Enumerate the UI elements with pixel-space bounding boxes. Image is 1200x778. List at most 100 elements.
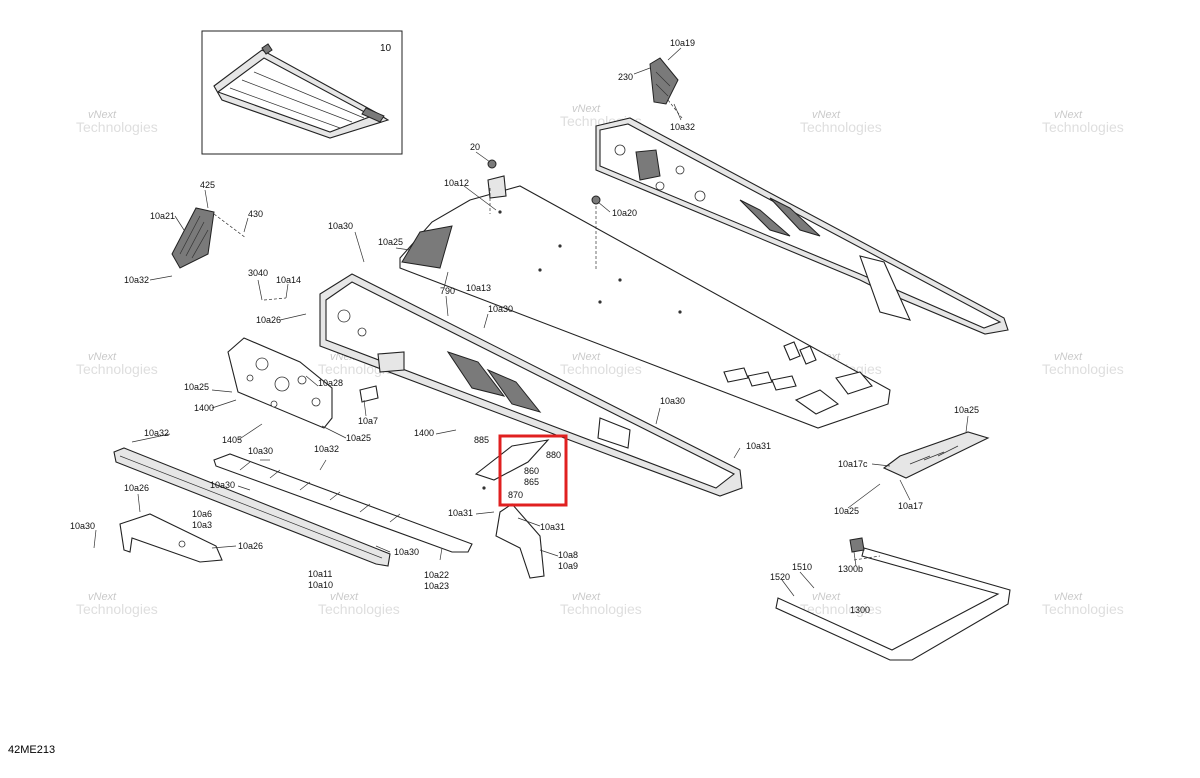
lower-slide-left[interactable] bbox=[113, 447, 391, 567]
callout-10a25[interactable]: 10a25 bbox=[346, 433, 371, 443]
callout-885[interactable]: 885 bbox=[474, 435, 489, 445]
watermark-text: Technologies bbox=[560, 601, 642, 617]
callout-10a6[interactable]: 10a6 bbox=[192, 509, 212, 519]
callout-10a17[interactable]: 10a17 bbox=[898, 501, 923, 511]
callout-10a20[interactable]: 10a20 bbox=[612, 208, 637, 218]
lower-bracket-left[interactable] bbox=[119, 513, 223, 563]
watermark-text: Technologies bbox=[318, 601, 400, 617]
callout-10a11[interactable]: 10a11 bbox=[308, 569, 332, 579]
callout-865[interactable]: 865 bbox=[524, 477, 539, 487]
callout-10a14[interactable]: 10a14 bbox=[276, 275, 301, 285]
left-tunnel-rail[interactable] bbox=[319, 273, 743, 497]
callout-10a10[interactable]: 10a10 bbox=[308, 580, 333, 590]
watermark-text: vNext bbox=[572, 103, 601, 115]
callout-880[interactable]: 880 bbox=[546, 450, 561, 460]
watermark-text: vNext bbox=[88, 351, 117, 363]
callout-10a12[interactable]: 10a12 bbox=[444, 178, 469, 188]
tunnel-slots bbox=[723, 341, 873, 415]
callout-10a8[interactable]: 10a8 bbox=[558, 550, 578, 560]
mud-flap-left[interactable] bbox=[171, 207, 215, 269]
watermark-text: vNext bbox=[812, 591, 841, 603]
callout-10a31[interactable]: 10a31 bbox=[540, 522, 565, 532]
watermark-text: Technologies bbox=[76, 601, 158, 617]
callout-10a30[interactable]: 10a30 bbox=[660, 396, 685, 406]
watermark-text: vNext bbox=[1054, 591, 1083, 603]
watermark-text: Technologies bbox=[1042, 119, 1124, 135]
watermark-text: Technologies bbox=[76, 119, 158, 135]
callout-430[interactable]: 430 bbox=[248, 209, 263, 219]
watermark-text: vNext bbox=[330, 591, 359, 603]
watermark-text: Technologies bbox=[560, 361, 642, 377]
callout-10a25[interactable]: 10a25 bbox=[834, 506, 859, 516]
callout-10a26[interactable]: 10a26 bbox=[256, 315, 281, 325]
watermark-text: vNext bbox=[1054, 351, 1083, 363]
callout-10a30[interactable]: 10a30 bbox=[328, 221, 353, 231]
callout-10a28[interactable]: 10a28 bbox=[318, 378, 343, 388]
watermark-text: vNext bbox=[1054, 109, 1083, 121]
watermark-text: vNext bbox=[572, 591, 601, 603]
callout-790[interactable]: 790 bbox=[440, 286, 455, 296]
watermark-text: vNext bbox=[572, 351, 601, 363]
callout-870[interactable]: 870 bbox=[508, 490, 523, 500]
callout-10a26[interactable]: 10a26 bbox=[124, 483, 149, 493]
callout-10a32[interactable]: 10a32 bbox=[144, 428, 169, 438]
callout-10a9[interactable]: 10a9 bbox=[558, 561, 578, 571]
inset-assembly-10[interactable] bbox=[201, 30, 403, 155]
callout-1300b[interactable]: 1300b bbox=[838, 564, 863, 574]
callout-10a23[interactable]: 10a23 bbox=[424, 581, 449, 591]
callout-20[interactable]: 20 bbox=[470, 142, 480, 152]
callout-10a32[interactable]: 10a32 bbox=[314, 444, 339, 454]
right-tunnel-rail[interactable] bbox=[595, 117, 1009, 335]
callout-10a30[interactable]: 10a30 bbox=[248, 446, 273, 456]
callout-1520[interactable]: 1520 bbox=[770, 572, 790, 582]
callout-1300[interactable]: 1300 bbox=[850, 605, 870, 615]
callout-10a25[interactable]: 10a25 bbox=[954, 405, 979, 415]
watermark-text: vNext bbox=[88, 591, 117, 603]
callout-10a30[interactable]: 10a30 bbox=[70, 521, 95, 531]
lower-slide-right[interactable] bbox=[213, 453, 473, 553]
callout-3040[interactable]: 3040 bbox=[248, 268, 268, 278]
support-arm[interactable] bbox=[495, 503, 545, 579]
watermark-text: Technologies bbox=[800, 119, 882, 135]
assembly-lines bbox=[213, 99, 881, 561]
callout-1405[interactable]: 1405 bbox=[222, 435, 242, 445]
callout-10a30[interactable]: 10a30 bbox=[210, 480, 235, 490]
callout-10a32[interactable]: 10a32 bbox=[124, 275, 149, 285]
rear-bumper[interactable] bbox=[775, 537, 1011, 661]
callout-10a25[interactable]: 10a25 bbox=[184, 382, 209, 392]
watermark-text: Technologies bbox=[1042, 601, 1124, 617]
callout-425[interactable]: 425 bbox=[200, 180, 215, 190]
callout-10a21[interactable]: 10a21 bbox=[150, 211, 175, 221]
callout-10a25[interactable]: 10a25 bbox=[378, 237, 403, 247]
left-inner-plate[interactable] bbox=[227, 337, 333, 429]
callout-1400[interactable]: 1400 bbox=[194, 403, 214, 413]
tunnel-top-panel[interactable] bbox=[399, 185, 891, 429]
callout-10a30[interactable]: 10a30 bbox=[488, 304, 513, 314]
mud-flap-right[interactable] bbox=[649, 57, 679, 105]
callout-10[interactable]: 10 bbox=[380, 43, 392, 54]
watermark-text: vNext bbox=[812, 109, 841, 121]
callout-10a26[interactable]: 10a26 bbox=[238, 541, 263, 551]
watermark-text: vNext bbox=[88, 109, 117, 121]
callout-10a3[interactable]: 10a3 bbox=[192, 520, 212, 530]
watermark-text: Technologies bbox=[800, 601, 882, 617]
callout-10a7[interactable]: 10a7 bbox=[358, 416, 378, 426]
callout-10a17c[interactable]: 10a17c bbox=[838, 459, 868, 469]
callout-10a19[interactable]: 10a19 bbox=[670, 38, 695, 48]
watermark-text: Technologies bbox=[1042, 361, 1124, 377]
rear-deflector[interactable] bbox=[474, 439, 550, 490]
callout-labels: 10 10a19 230 10a32 20 10a12 10a20 425 10… bbox=[70, 38, 979, 615]
callout-1510[interactable]: 1510 bbox=[792, 562, 812, 572]
callout-10a22[interactable]: 10a22 bbox=[424, 570, 449, 580]
callout-10a30[interactable]: 10a30 bbox=[394, 547, 419, 557]
callout-1400[interactable]: 1400 bbox=[414, 428, 434, 438]
callout-10a31[interactable]: 10a31 bbox=[448, 508, 473, 518]
callout-leaders bbox=[93, 47, 969, 597]
callout-10a32[interactable]: 10a32 bbox=[670, 122, 695, 132]
callout-860[interactable]: 860 bbox=[524, 466, 539, 476]
callout-230[interactable]: 230 bbox=[618, 72, 633, 82]
callout-10a13[interactable]: 10a13 bbox=[466, 283, 491, 293]
callout-10a31[interactable]: 10a31 bbox=[746, 441, 771, 451]
rear-step-plate[interactable] bbox=[882, 431, 990, 479]
